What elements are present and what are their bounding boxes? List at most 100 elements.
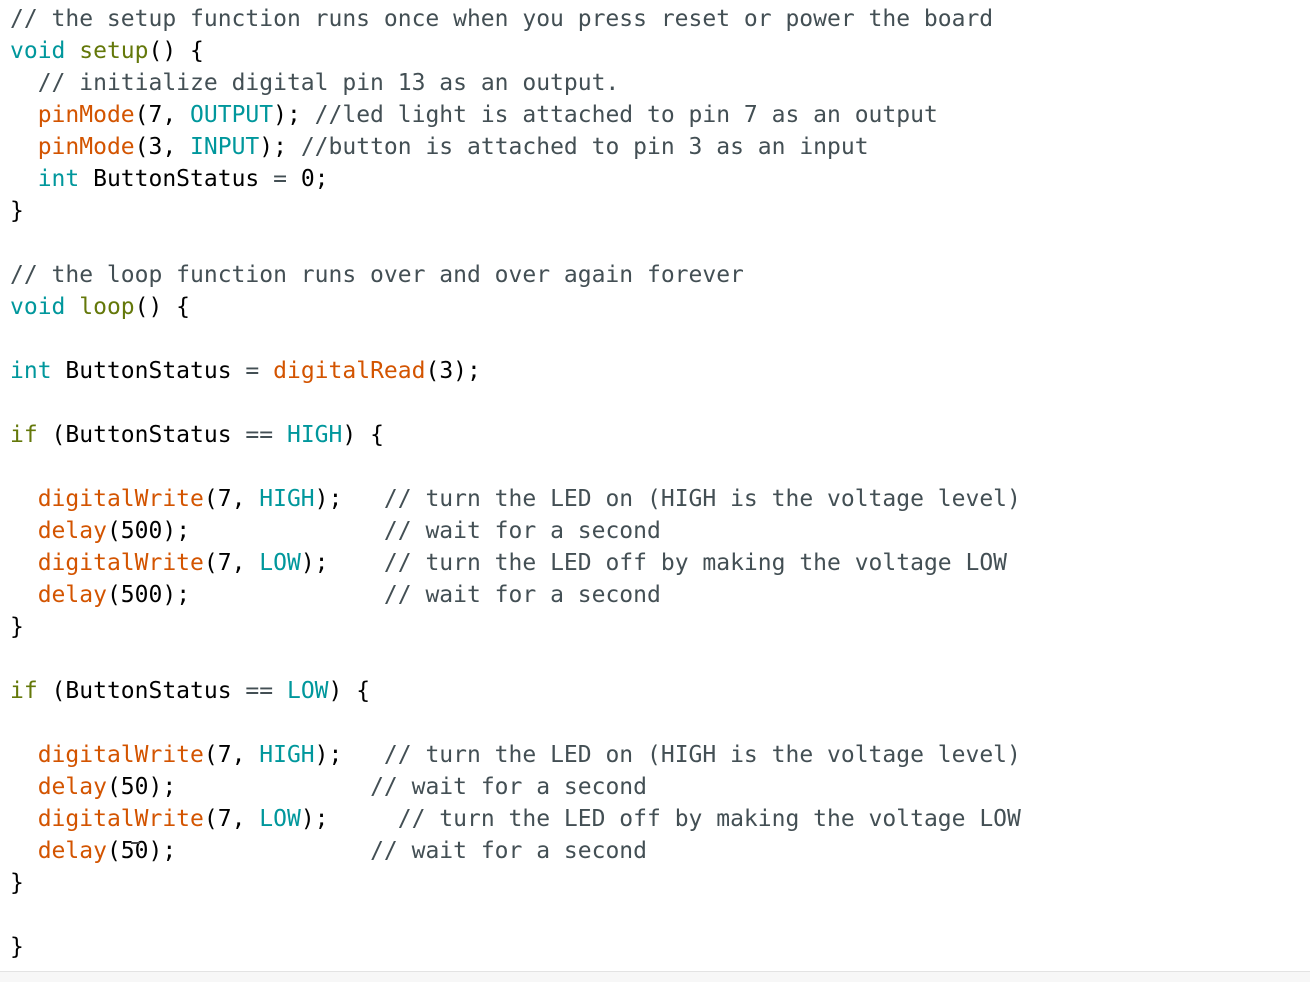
code-token: } bbox=[10, 870, 24, 896]
code-token: (50); bbox=[106, 838, 371, 864]
code-token: // wait for a second bbox=[383, 518, 661, 544]
code-token: loop bbox=[79, 294, 135, 320]
code-token: delay bbox=[37, 518, 107, 544]
code-token: int bbox=[37, 166, 80, 192]
code-line: if (ButtonStatus == LOW) { bbox=[10, 675, 1310, 707]
code-token: delay bbox=[37, 838, 107, 864]
code-token: (7, bbox=[134, 102, 191, 128]
code-token: ButtonStatus bbox=[79, 166, 274, 192]
code-token: pinMode bbox=[37, 134, 135, 160]
code-token: () { bbox=[134, 294, 191, 320]
code-token: = bbox=[273, 166, 287, 192]
code-token: HIGH bbox=[259, 486, 315, 512]
code-token bbox=[10, 70, 38, 96]
code-token: pinMode bbox=[37, 102, 135, 128]
code-line: } bbox=[10, 195, 1310, 227]
code-token: (50); bbox=[106, 774, 371, 800]
code-token: delay bbox=[37, 774, 107, 800]
code-token: (3); bbox=[425, 358, 481, 384]
code-token: 0; bbox=[286, 166, 329, 192]
code-line bbox=[10, 899, 1310, 931]
code-line: void loop() { bbox=[10, 291, 1310, 323]
code-token: = bbox=[245, 358, 260, 384]
code-line bbox=[10, 707, 1310, 739]
code-token: LOW bbox=[286, 678, 329, 704]
code-line bbox=[10, 227, 1310, 259]
code-token: (7, bbox=[203, 742, 260, 768]
code-token: // turn the LED off by making the voltag… bbox=[383, 550, 1008, 576]
code-line bbox=[10, 643, 1310, 675]
code-line bbox=[10, 451, 1310, 483]
code-token bbox=[273, 422, 287, 448]
code-token: ButtonStatus bbox=[51, 358, 246, 384]
code-token: (500); bbox=[106, 582, 384, 608]
code-line: } bbox=[10, 611, 1310, 643]
code-token: ); bbox=[259, 134, 301, 160]
code-token: } bbox=[10, 614, 24, 640]
code-token: digitalWrite bbox=[37, 806, 204, 832]
code-line: int ButtonStatus = digitalRead(3); bbox=[10, 355, 1310, 387]
code-token: ); bbox=[300, 806, 398, 832]
code-token: // initialize digital pin 13 as an outpu… bbox=[37, 70, 620, 96]
code-line: delay(50); // wait for a second bbox=[10, 835, 1310, 867]
code-line: digitalWrite(7, HIGH); // turn the LED o… bbox=[10, 739, 1310, 771]
code-token: if bbox=[10, 422, 38, 448]
code-line: int ButtonStatus = 0; bbox=[10, 163, 1310, 195]
code-token: //button is attached to pin 3 as an inpu… bbox=[300, 134, 869, 160]
code-line: // the setup function runs once when you… bbox=[10, 3, 1310, 35]
code-token: // turn the LED on (HIGH is the voltage … bbox=[383, 742, 1021, 768]
code-token: == bbox=[245, 422, 274, 448]
code-token: ); bbox=[314, 486, 384, 512]
code-token: LOW bbox=[259, 550, 301, 576]
code-token: // turn the LED on (HIGH is the voltage … bbox=[383, 486, 1021, 512]
code-token: (3, bbox=[134, 134, 191, 160]
code-line: digitalWrite(7, LOW); // turn the LED of… bbox=[10, 547, 1310, 579]
code-token bbox=[259, 358, 273, 384]
code-line bbox=[10, 387, 1310, 419]
code-line bbox=[10, 323, 1310, 355]
code-token: == bbox=[245, 678, 274, 704]
code-token: (500); bbox=[106, 518, 384, 544]
code-token: // wait for a second bbox=[383, 582, 661, 608]
code-token: ); bbox=[300, 550, 384, 576]
code-token: if bbox=[10, 678, 38, 704]
code-line: if (ButtonStatus == HIGH) { bbox=[10, 419, 1310, 451]
code-token: digitalWrite bbox=[37, 742, 204, 768]
code-line: delay(500); // wait for a second bbox=[10, 515, 1310, 547]
code-line: // initialize digital pin 13 as an outpu… bbox=[10, 67, 1310, 99]
code-token: } bbox=[10, 934, 24, 960]
code-token bbox=[10, 550, 38, 576]
code-token bbox=[10, 582, 38, 608]
code-token: ); bbox=[314, 742, 384, 768]
code-token: void bbox=[10, 38, 66, 64]
code-line: pinMode(3, INPUT); //button is attached … bbox=[10, 131, 1310, 163]
code-token: } bbox=[10, 198, 24, 224]
code-token: // wait for a second bbox=[370, 774, 648, 800]
code-line: void setup() { bbox=[10, 35, 1310, 67]
code-token bbox=[10, 838, 38, 864]
code-token: delay bbox=[37, 582, 107, 608]
code-token: setup bbox=[79, 38, 149, 64]
code-token bbox=[10, 742, 38, 768]
code-token: ) { bbox=[342, 422, 384, 448]
code-token bbox=[10, 102, 38, 128]
code-line: // the loop function runs over and over … bbox=[10, 259, 1310, 291]
code-token: void bbox=[10, 294, 66, 320]
code-token: // turn the LED off by making the voltag… bbox=[397, 806, 1021, 832]
code-line: pinMode(7, OUTPUT); //led light is attac… bbox=[10, 99, 1310, 131]
code-line: } bbox=[10, 931, 1310, 963]
code-token: digitalWrite bbox=[37, 550, 204, 576]
code-token bbox=[10, 774, 38, 800]
code-token: OUTPUT bbox=[190, 102, 274, 128]
code-token bbox=[65, 294, 79, 320]
code-token bbox=[10, 518, 38, 544]
code-token bbox=[10, 806, 38, 832]
code-token: digitalRead bbox=[273, 358, 426, 384]
code-token: int bbox=[10, 358, 52, 384]
code-token: ); bbox=[273, 102, 315, 128]
code-token bbox=[10, 166, 38, 192]
code-token: LOW bbox=[259, 806, 301, 832]
code-line: delay(500); // wait for a second bbox=[10, 579, 1310, 611]
